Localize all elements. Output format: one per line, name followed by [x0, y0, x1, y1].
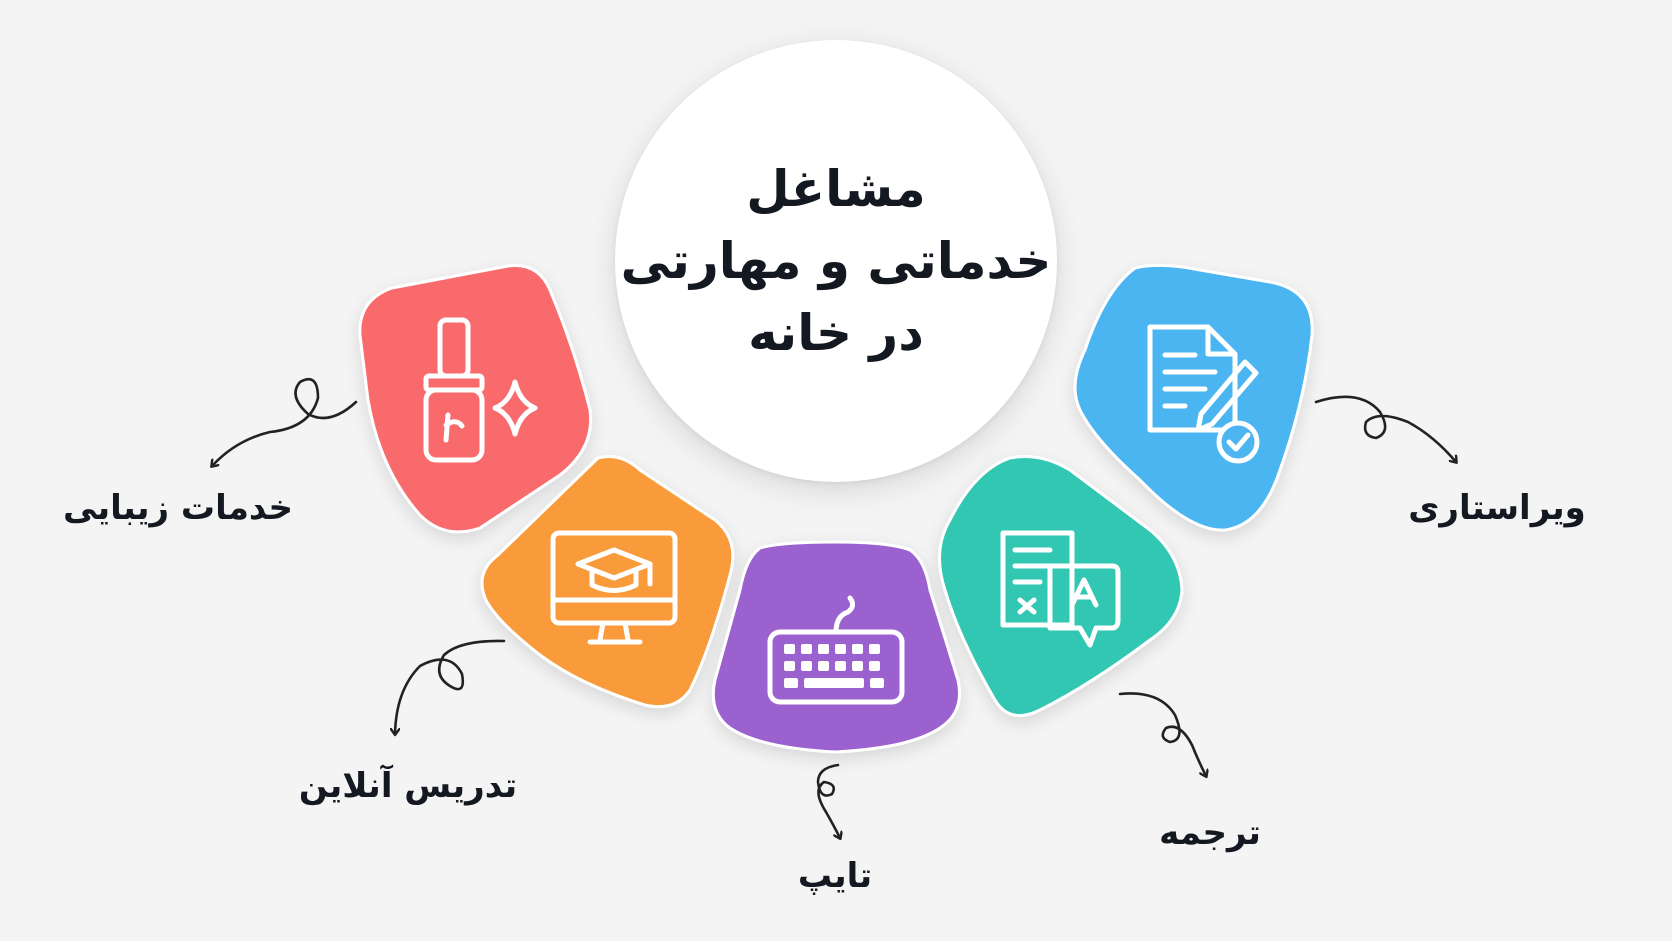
tutoring-card-shape	[480, 455, 735, 709]
translation-icon	[1000, 530, 1121, 648]
beauty-arrow	[212, 377, 358, 466]
tutoring-card	[480, 455, 735, 709]
arrows	[212, 377, 1456, 838]
beauty-card-shape	[358, 264, 593, 534]
typing-card	[711, 540, 961, 754]
title-line-3: در خانه	[748, 304, 924, 362]
label-typing: تایپ	[797, 856, 873, 896]
translate-arrow	[1118, 692, 1206, 776]
title-line-1: مشاغل	[746, 160, 926, 218]
document-edit-icon	[1147, 324, 1260, 464]
translate-card	[938, 455, 1184, 718]
title-circle: مشاغل خدماتی و مهارتی در خانه	[615, 40, 1057, 482]
editing-card-shape	[1073, 263, 1314, 532]
keyboard-keys	[784, 644, 884, 688]
nail-polish-icon	[423, 317, 538, 463]
label-translate: ترجمه	[1159, 813, 1261, 853]
tutoring-arrow	[395, 639, 506, 734]
label-tutoring: تدریس آنلاین	[298, 766, 518, 806]
beauty-card	[358, 264, 593, 534]
editing-arrow	[1314, 395, 1456, 462]
online-education-icon	[550, 530, 678, 645]
editing-card	[1073, 263, 1314, 532]
label-editing: ویراستاری	[1408, 488, 1586, 528]
keyboard-icon	[767, 595, 905, 705]
label-beauty: خدمات زیبایی	[62, 488, 294, 528]
typing-arrow	[816, 763, 840, 838]
translate-card-shape	[938, 455, 1184, 718]
title-line-2: خدماتی و مهارتی	[620, 232, 1052, 290]
